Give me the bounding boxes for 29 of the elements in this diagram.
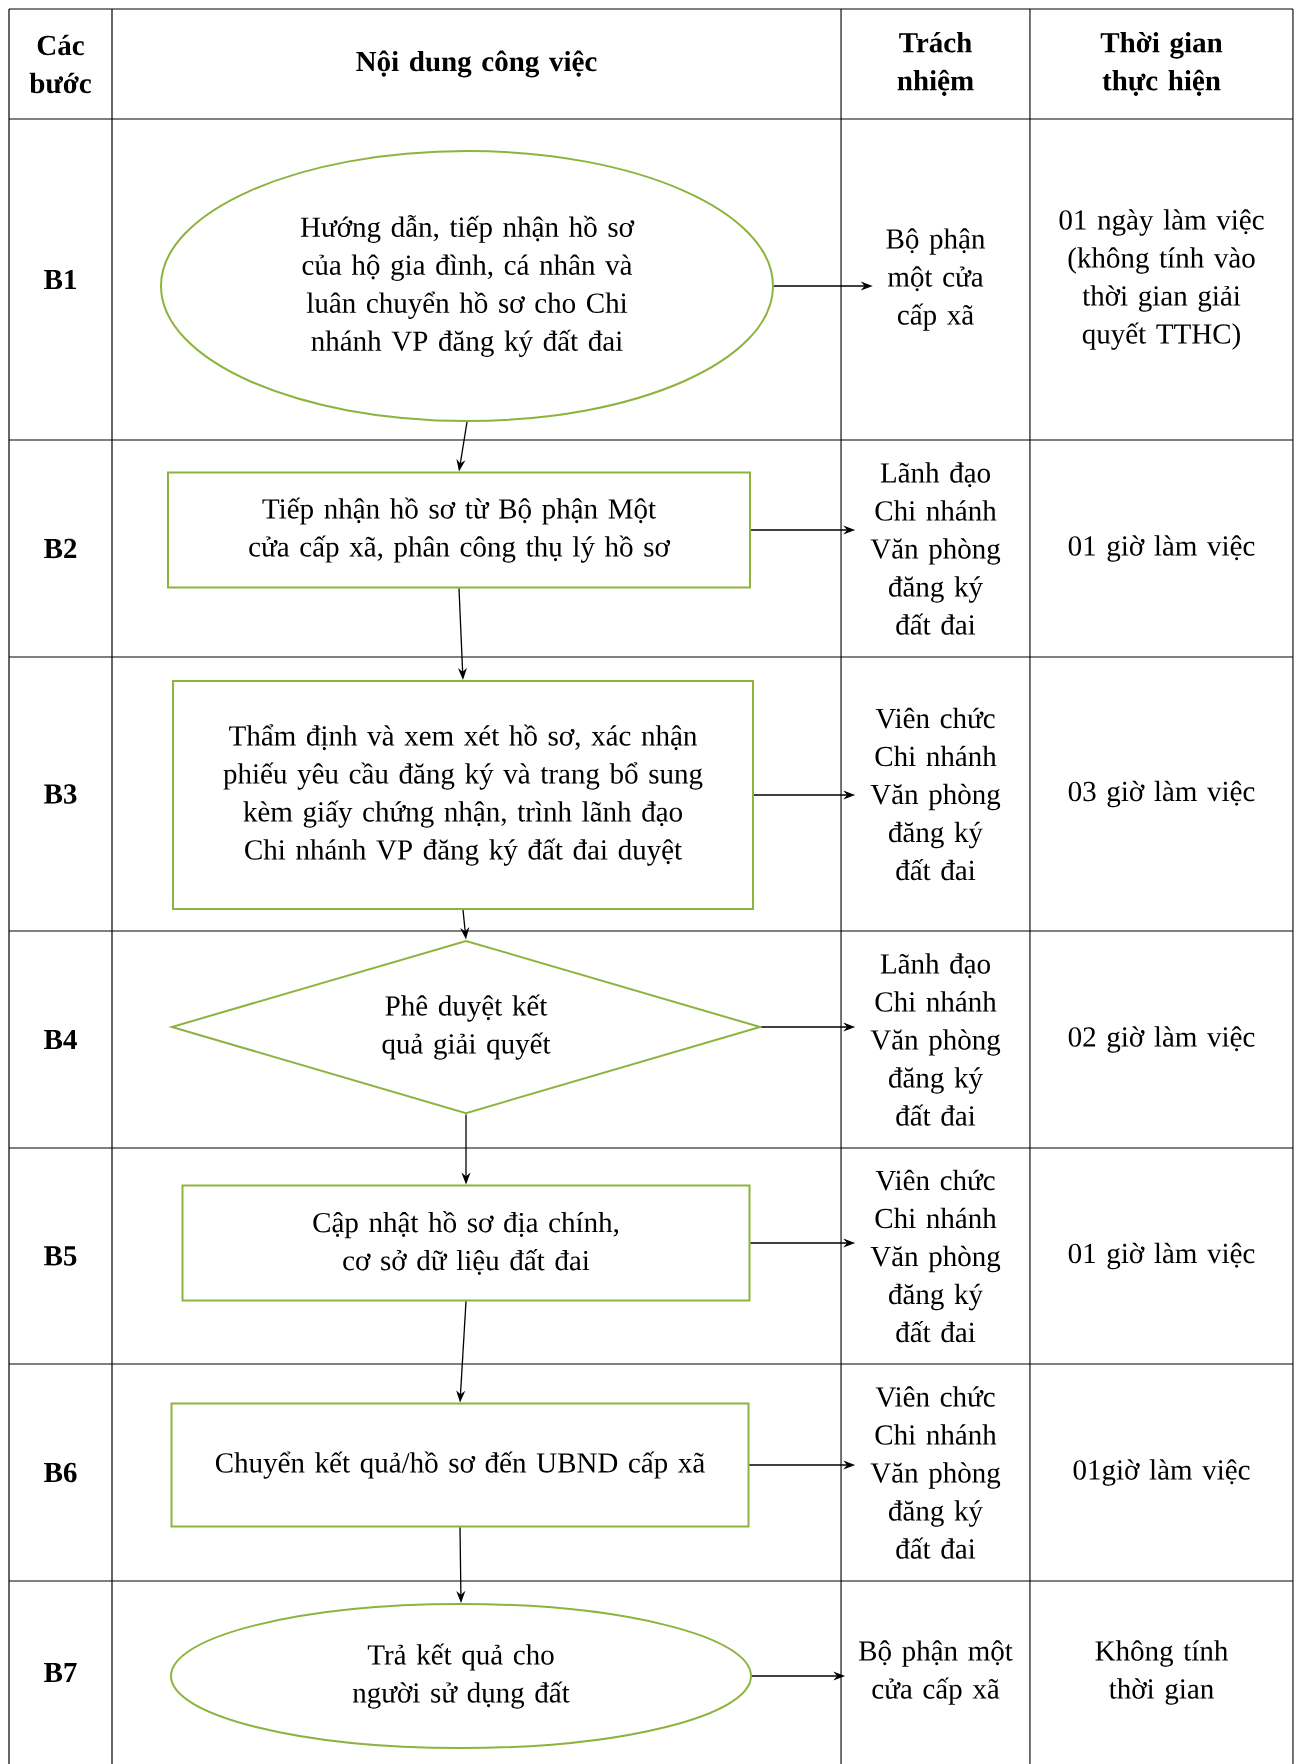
- responsibility-text: Viên chức Chi nhánh Văn phòng đăng ký đất đai: [870, 707, 1001, 881]
- step-label: B5: [44, 1246, 77, 1266]
- duration-text: 03 giờ làm việc: [1068, 780, 1255, 808]
- column-header: Các bước: [29, 34, 91, 94]
- step-label: B4: [44, 1029, 77, 1050]
- duration-text: 01giờ làm việc: [1073, 1459, 1250, 1486]
- step-label: B7: [44, 1662, 77, 1683]
- process-box: Chuyển kết quả/hồ sơ đến UBND cấp xã: [170, 1402, 750, 1528]
- duration-text: 01 giờ làm việc: [1068, 1242, 1255, 1270]
- responsibility-text: Bộ phận một cửa cấp xã: [859, 1640, 1013, 1705]
- responsibility-text: Viên chức Chi nhánh Văn phòng đăng ký đất đai: [870, 1169, 1001, 1343]
- step-label: B3: [44, 784, 77, 804]
- duration-text: 01 giờ làm việc: [1068, 535, 1255, 562]
- step-label: B6: [44, 1462, 77, 1483]
- column-header: Trách nhiệm: [897, 32, 974, 96]
- column-header: Nội dung công việc: [356, 50, 597, 78]
- responsibility-text: Lãnh đạo Chi nhánh Văn phòng đăng ký đất đai: [870, 953, 1001, 1126]
- responsibility-text: Lãnh đạo Chi nhánh Văn phòng đăng ký đất đai: [870, 462, 1001, 635]
- responsibility-text: Bộ phận một cửa cấp xã: [886, 228, 985, 331]
- process-box: Cập nhật hồ sơ địa chính, cơ sở dữ liệu đất đai: [181, 1184, 751, 1302]
- column-header: Thời gian thực hiện: [1100, 32, 1223, 96]
- process-box: Thẩm định và xem xét hồ sơ, xác nhận phiếu yêu cầu đăng ký và trang bổ sung kèm giấy chứng nhận, trình lãnh đạo Chi nhánh VP đăng ký đất đai duyệt: [172, 680, 754, 910]
- responsibility-text: Viên chức Chi nhánh Văn phòng đăng ký đất đai: [870, 1386, 1001, 1559]
- step-label: B1: [44, 269, 76, 290]
- step-label: B2: [44, 538, 77, 559]
- process-box: Tiếp nhận hồ sơ từ Bộ phận Một cửa cấp xã, phân công thụ lý hồ sơ: [167, 471, 751, 589]
- duration-text: 01 ngày làm việc (không tính vào thời gian giải quyết TTHC): [1059, 209, 1264, 350]
- duration-text: 02 giờ làm việc: [1068, 1026, 1255, 1053]
- duration-text: Không tính thời gian: [1095, 1640, 1228, 1705]
